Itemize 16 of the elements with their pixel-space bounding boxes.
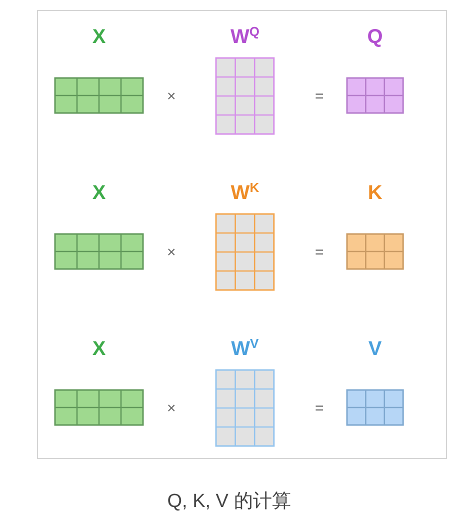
multiply-sign: × — [167, 400, 176, 418]
matrix-label: V — [368, 338, 382, 360]
caption: Q, K, V 的计算 — [167, 490, 291, 514]
multiply-sign: × — [167, 88, 176, 106]
matrix-label: Q — [367, 26, 383, 48]
equals-sign: = — [315, 400, 324, 418]
equals-sign: = — [315, 244, 324, 262]
matrix-label: W$^{V}$ — [231, 338, 259, 360]
matrix-label: W$^{K}$ — [230, 182, 260, 204]
matrix-label: X — [92, 26, 106, 48]
matrix-label: K — [368, 182, 382, 204]
matrix-label: X — [92, 182, 106, 204]
matrix-label: W$^{Q}$ — [230, 26, 260, 48]
equals-sign: = — [315, 88, 324, 106]
matrix-label: X — [92, 338, 106, 360]
multiply-sign: × — [167, 244, 176, 262]
